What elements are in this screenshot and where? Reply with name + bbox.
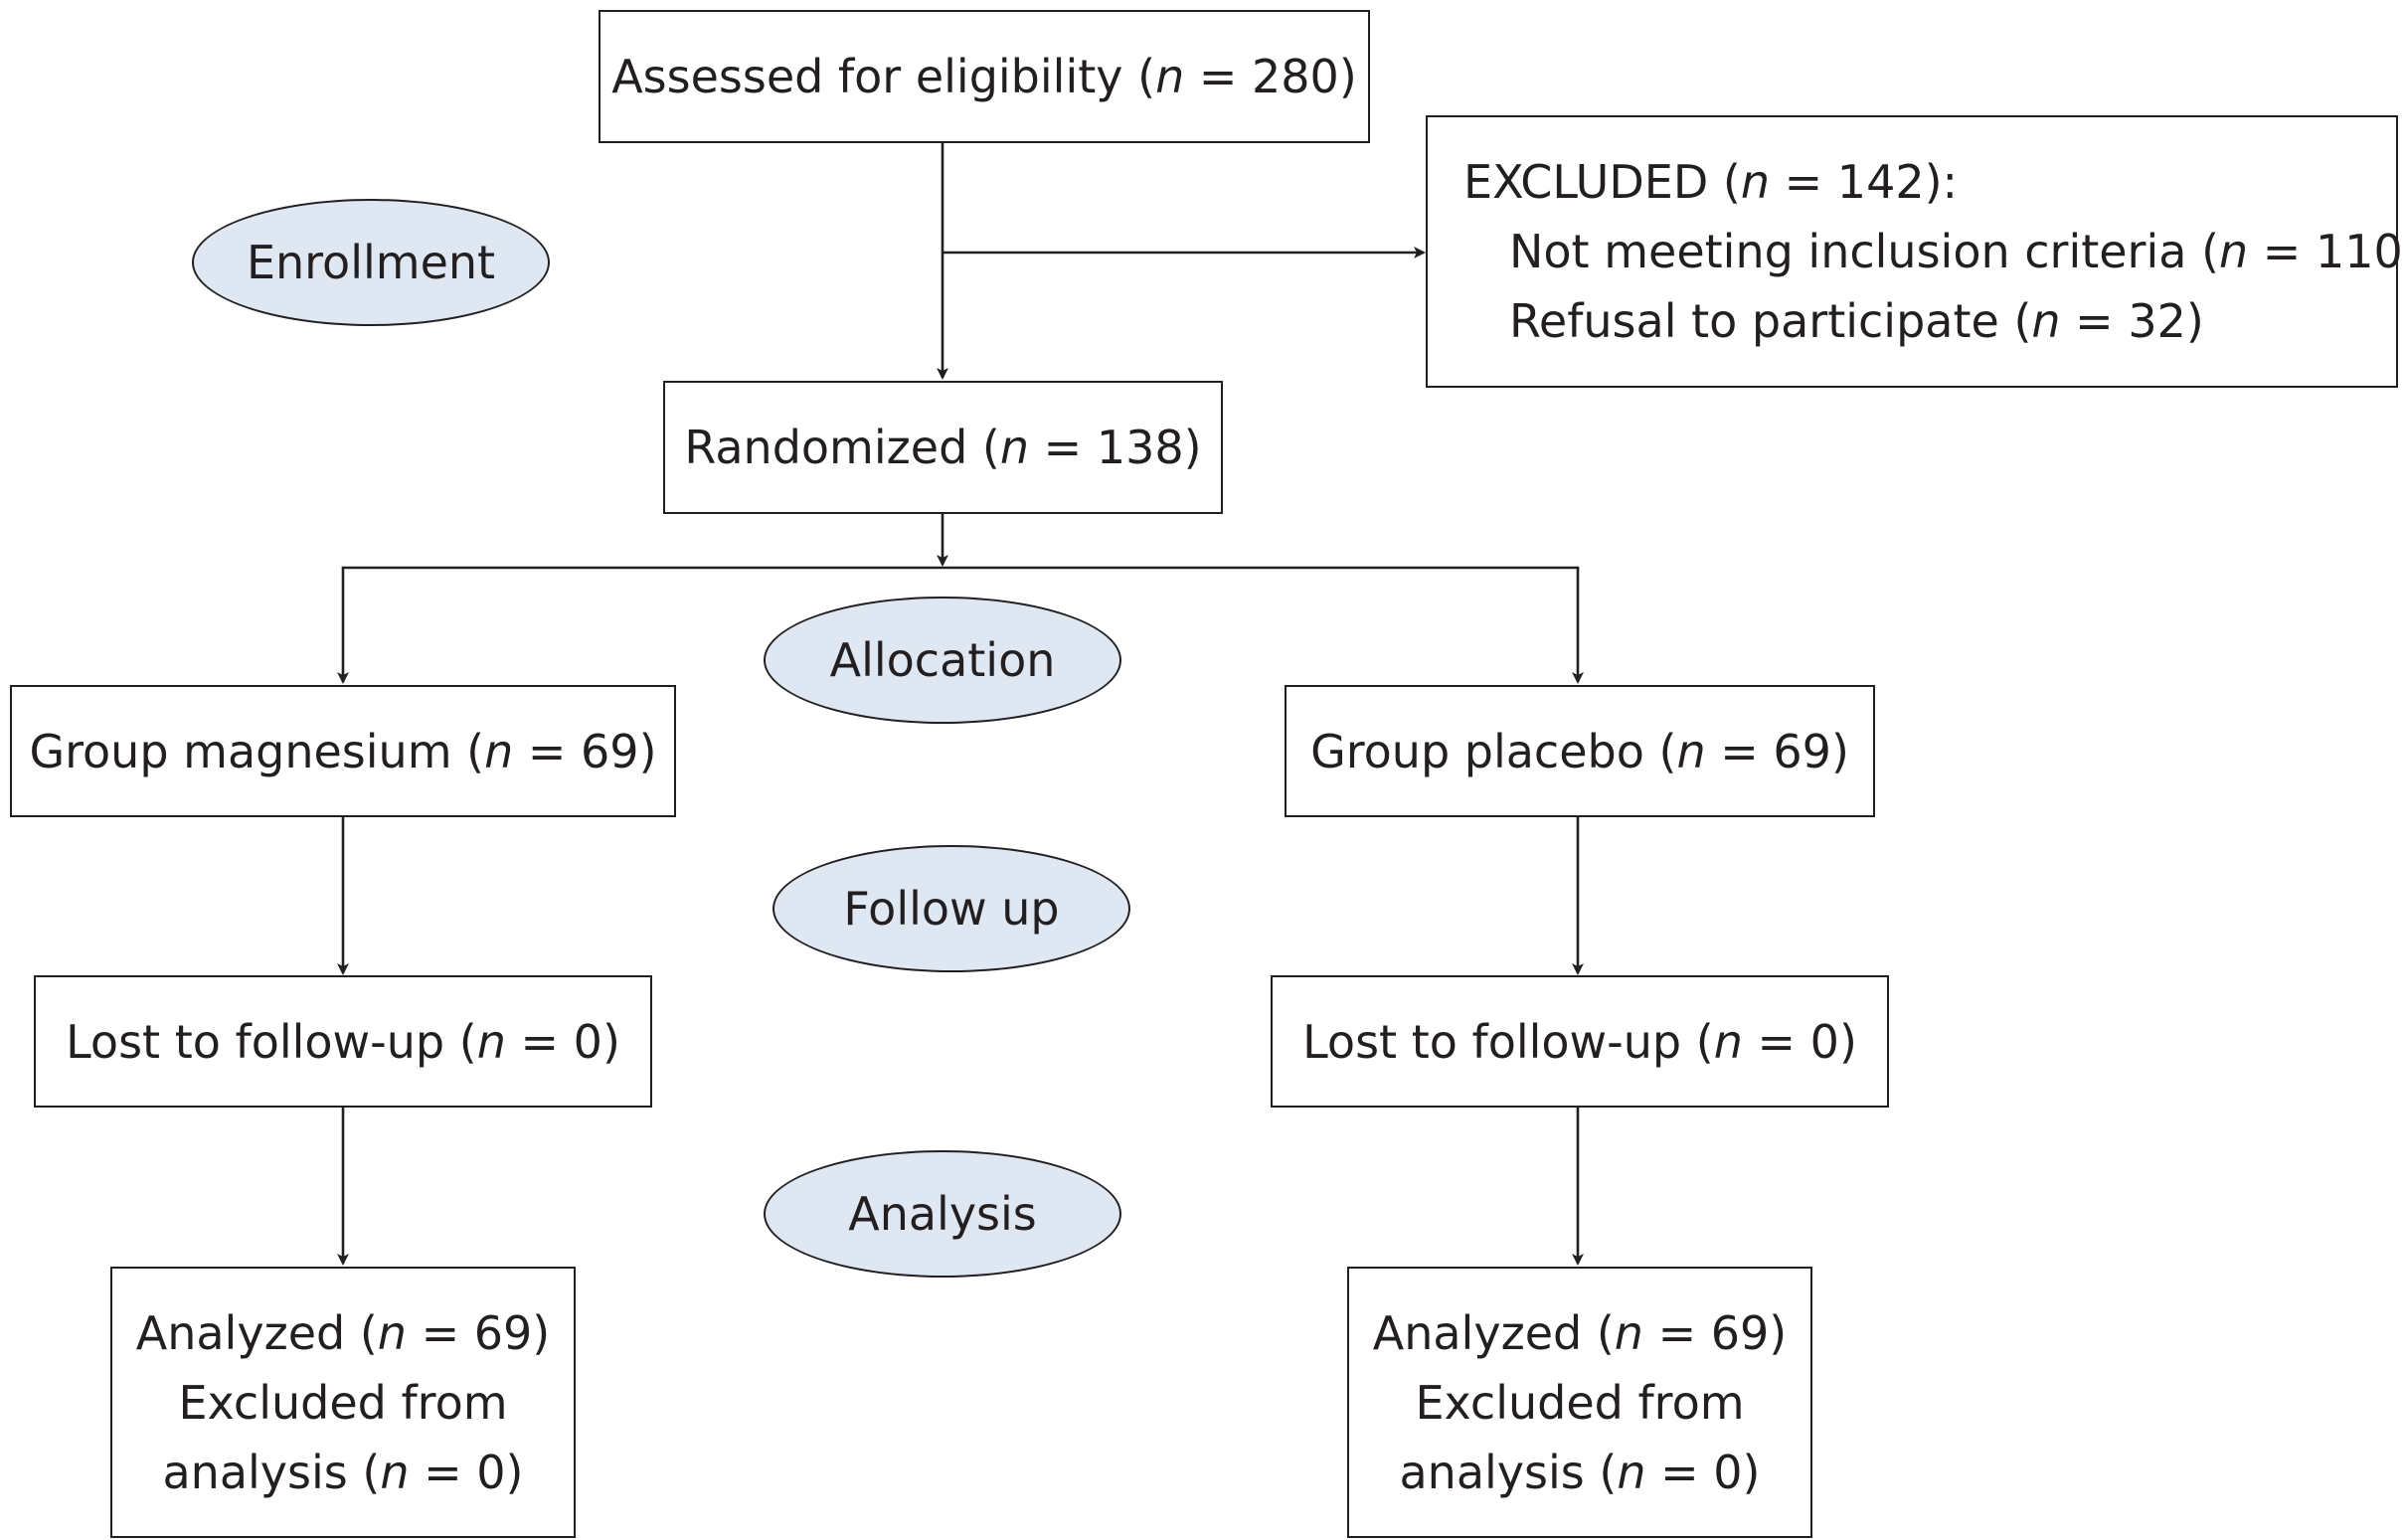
magnesium-lost-box: Lost to follow-up (n = 0) (34, 975, 652, 1108)
stage-allocation: Allocation (764, 597, 1121, 724)
placebo-excluded-line2: analysis (n = 0) (1399, 1445, 1761, 1499)
stage-follow-up-label: Follow up (843, 882, 1060, 936)
placebo-analyzed-box: Analyzed (n = 69) Excluded from analysis… (1347, 1267, 1812, 1538)
stage-analysis-label: Analysis (848, 1187, 1037, 1241)
stage-enrollment: Enrollment (192, 199, 550, 326)
randomized-text: Randomized (n = 138) (684, 421, 1202, 474)
magnesium-group-box: Group magnesium (n = 69) (10, 685, 676, 817)
randomized-box: Randomized (n = 138) (663, 381, 1223, 514)
magnesium-lost-text: Lost to follow-up (n = 0) (66, 1014, 620, 1069)
excluded-box: EXCLUDED (n = 142): Not meeting inclusio… (1426, 115, 2403, 388)
assessed-box: Assessed for eligibility (n = 280) (599, 10, 1370, 143)
magnesium-excluded-line2: analysis (n = 0) (162, 1445, 524, 1499)
placebo-group-text: Group placebo (n = 69) (1310, 724, 1849, 778)
excluded-total: EXCLUDED (n = 142): (1463, 155, 1959, 209)
excluded-reason-2: Refusal to participate (n = 32) (1509, 294, 2204, 348)
split-connector (341, 566, 1580, 570)
stage-allocation-label: Allocation (829, 633, 1056, 687)
placebo-group-box: Group placebo (n = 69) (1285, 685, 1875, 817)
placebo-analyzed-text: Analyzed (n = 69) (1372, 1305, 1788, 1360)
excluded-reason-1: Not meeting inclusion criteria (n = 110) (1509, 225, 2403, 278)
placebo-lost-text: Lost to follow-up (n = 0) (1302, 1014, 1857, 1069)
assessed-text: Assessed for eligibility (n = 280) (611, 50, 1357, 103)
stage-analysis: Analysis (764, 1150, 1121, 1278)
magnesium-group-text: Group magnesium (n = 69) (29, 724, 657, 778)
stage-follow-up: Follow up (772, 845, 1130, 972)
placebo-excluded-line1: Excluded from (1415, 1375, 1745, 1430)
magnesium-excluded-line1: Excluded from (178, 1375, 508, 1430)
magnesium-analyzed-text: Analyzed (n = 69) (135, 1305, 551, 1360)
stage-enrollment-label: Enrollment (246, 236, 496, 289)
placebo-lost-box: Lost to follow-up (n = 0) (1271, 975, 1889, 1108)
magnesium-analyzed-box: Analyzed (n = 69) Excluded from analysis… (110, 1267, 576, 1538)
